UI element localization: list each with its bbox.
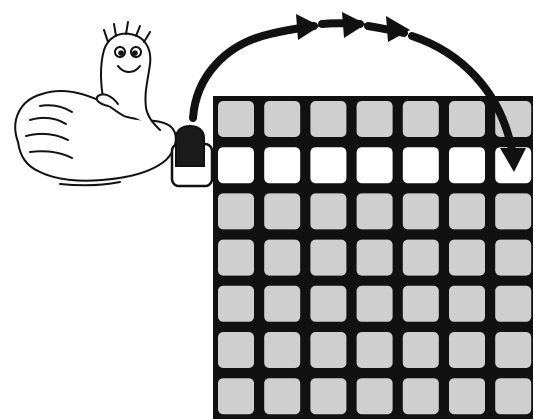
arrowhead-3	[386, 16, 410, 42]
grid-cell	[449, 239, 485, 276]
grid-cell	[356, 332, 393, 368]
grid-cell-highlighted	[356, 147, 393, 184]
arrowhead-down	[500, 148, 526, 172]
dark-tile-piece-icon	[170, 124, 214, 188]
grid-cell	[264, 285, 301, 322]
grid-cell	[402, 101, 439, 137]
grid-cell	[264, 193, 301, 230]
grid-cell	[449, 101, 485, 137]
grid-cell-highlighted	[449, 147, 485, 184]
grid-cell	[310, 378, 347, 415]
arrowhead-2	[342, 12, 366, 38]
board-grid	[213, 96, 533, 419]
grid-cell	[449, 193, 485, 230]
grid-cell	[356, 101, 393, 137]
grid-cell	[218, 332, 254, 368]
arrowheads	[296, 12, 526, 172]
grid-cell	[402, 378, 439, 415]
grid-cell	[218, 378, 254, 415]
grid-cell	[402, 193, 439, 230]
grid-cell	[310, 332, 347, 368]
grid-cell	[310, 101, 347, 137]
grid-cell-highlighted	[310, 147, 347, 184]
grid-cell	[449, 285, 485, 322]
grid-cell	[218, 239, 254, 276]
grid-cell	[356, 285, 393, 322]
grid-cell	[495, 239, 532, 276]
grid-cell	[495, 285, 532, 322]
grid-cell	[264, 101, 301, 137]
grid-cell-highlighted	[264, 147, 301, 184]
grid-cell	[310, 239, 347, 276]
grid-cell	[495, 378, 532, 415]
grid-cell-highlighted	[402, 147, 439, 184]
grid-cell	[310, 193, 347, 230]
grid-cell	[310, 285, 347, 322]
grid-cell	[356, 239, 393, 276]
grid-cell	[449, 332, 485, 368]
grid-cell	[495, 332, 532, 368]
grid-cell-highlighted	[218, 147, 254, 184]
grid-cell	[356, 193, 393, 230]
grid-cell	[264, 239, 301, 276]
arrowhead-1	[296, 14, 320, 40]
grid-cell	[402, 285, 439, 322]
grid-cell	[218, 101, 254, 137]
grid-cell	[356, 378, 393, 415]
grid-cell	[264, 332, 301, 368]
grid-cell	[264, 378, 301, 415]
grid-cell	[495, 193, 532, 230]
grid-cell	[218, 285, 254, 322]
cartoon-bird-character-icon	[14, 21, 177, 187]
grid-cell	[402, 239, 439, 276]
grid-cell	[402, 332, 439, 368]
grid-cell	[218, 193, 254, 230]
grid-cell	[449, 378, 485, 415]
